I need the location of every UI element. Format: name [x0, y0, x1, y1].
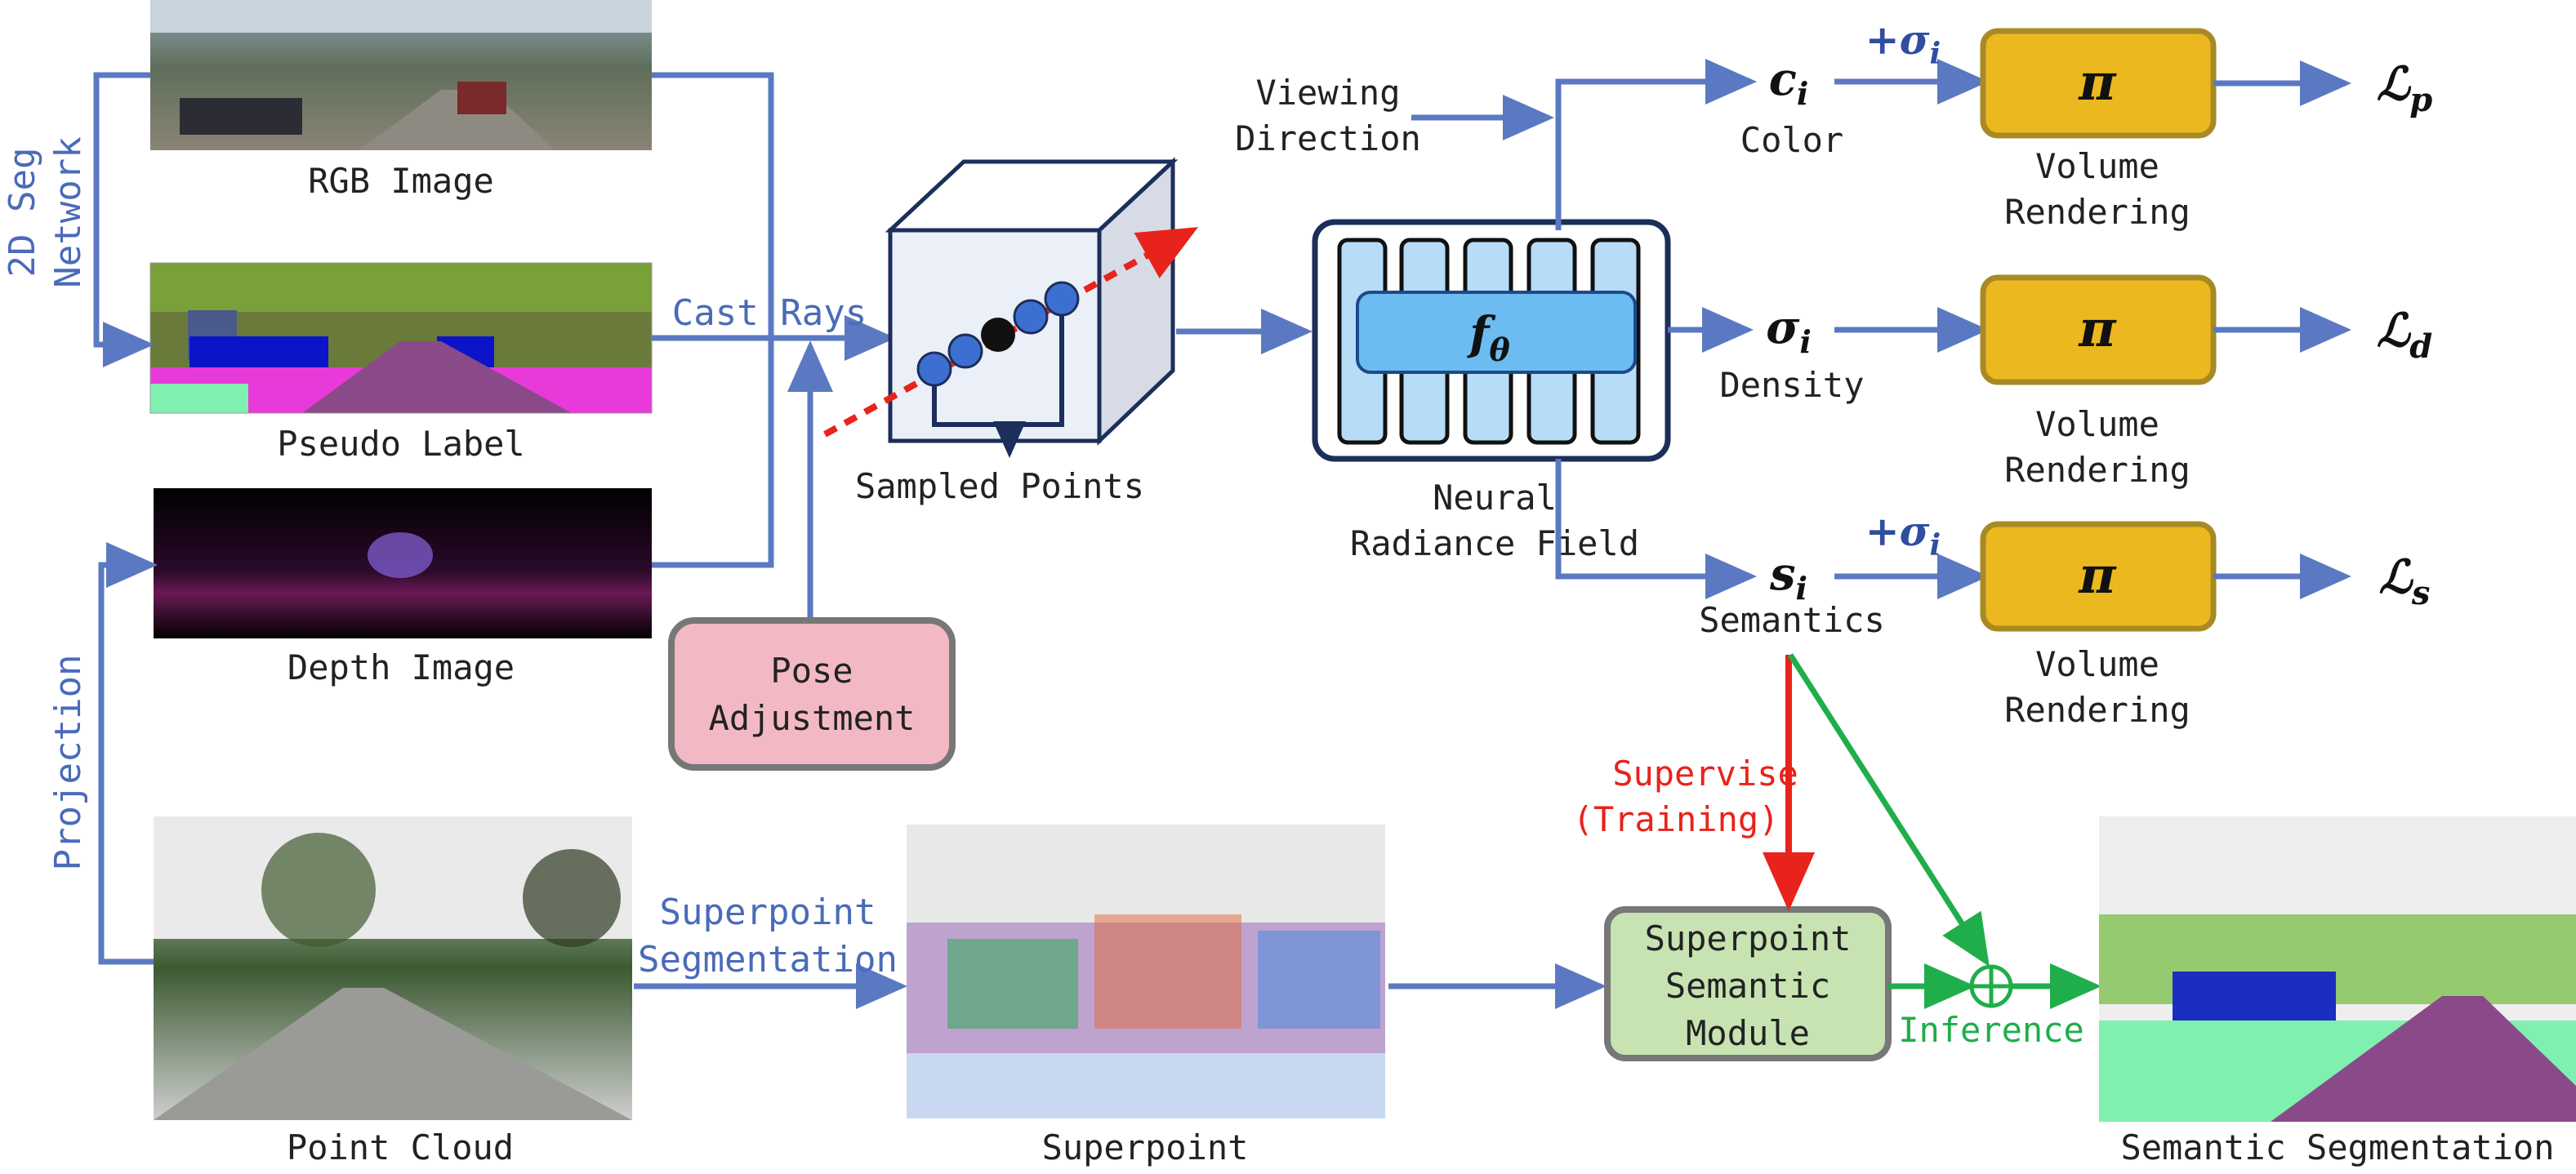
- nerf-label-2: Radiance Field: [1350, 523, 1639, 563]
- superpoint-seg-label-2: Segmentation: [638, 939, 898, 981]
- seg-network-label-2: Network: [47, 136, 89, 287]
- module-label-1: Superpoint: [1645, 918, 1852, 958]
- f-theta-label: fθ: [1466, 307, 1510, 368]
- render-pi-density: π: [2078, 299, 2117, 358]
- superpoint-label: Superpoint: [1042, 1127, 1249, 1167]
- inference-diagonal-arrow: [1788, 653, 1990, 967]
- module-label-3: Module: [1686, 1013, 1810, 1053]
- nerf-label-1: Neural: [1433, 478, 1557, 518]
- pose-adjustment-label-1: Pose: [770, 651, 853, 691]
- pseudo-label-thumb: [149, 262, 653, 414]
- color-symbol: ci: [1769, 52, 1809, 112]
- density-label: Density: [1719, 365, 1864, 405]
- point-cloud-label: Point Cloud: [287, 1127, 514, 1167]
- pseudo-label-label: Pseudo Label: [277, 424, 524, 464]
- supervise-label-1: Supervise: [1612, 754, 1798, 794]
- semantics-label: Semantics: [1699, 600, 1885, 640]
- render-label-color-2: Rendering: [2004, 192, 2190, 232]
- pose-adjustment-label-2: Adjustment: [709, 698, 916, 738]
- render-label-semantics-2: Rendering: [2004, 690, 2190, 730]
- rgb-image-label: RGB Image: [308, 161, 494, 201]
- render-label-semantics-1: Volume: [2035, 644, 2159, 684]
- cast-rays-label: Cast Rays: [672, 292, 867, 334]
- superpoint-thumb: [907, 825, 1385, 1118]
- render-pi-semantics: π: [2078, 545, 2117, 605]
- density-symbol: σi: [1766, 300, 1812, 360]
- module-label-2: Semantic: [1665, 966, 1830, 1006]
- superpoint-seg-label-1: Superpoint: [660, 892, 876, 933]
- input-merge-bus: [652, 72, 774, 568]
- sampled-points-label: Sampled Points: [855, 466, 1144, 506]
- projection-label: Projection: [47, 655, 89, 871]
- nerf-to-color-arrow: [1555, 59, 1757, 230]
- supervise-label-2: (Training): [1573, 799, 1780, 839]
- color-label: Color: [1740, 120, 1843, 160]
- rgb-image-thumb: [150, 0, 652, 150]
- sampled-points-cube: [823, 157, 1198, 458]
- nerf-block: [1312, 219, 1671, 462]
- pose-adjustment-box: [668, 617, 956, 771]
- loss-s: ℒs: [2379, 550, 2431, 612]
- semantics-symbol: si: [1769, 547, 1807, 607]
- render-pi-color: π: [2078, 52, 2117, 112]
- combine-icon: [1969, 964, 2013, 1008]
- render-label-density-2: Rendering: [2004, 450, 2190, 490]
- semantic-segmentation-label: Semantic Segmentation: [2120, 1127, 2554, 1167]
- depth-image-label: Depth Image: [287, 647, 515, 687]
- color-plus-sigma: +σi: [1865, 16, 1941, 71]
- viewing-direction-label-2: Direction: [1235, 118, 1421, 158]
- render-label-color-1: Volume: [2035, 146, 2159, 186]
- inference-label: Inference: [1898, 1010, 2084, 1050]
- viewing-direction-label-1: Viewing: [1255, 73, 1400, 113]
- depth-image-thumb: [154, 488, 652, 638]
- semantic-segmentation-thumb: [2099, 816, 2576, 1122]
- loss-d: ℒd: [2377, 304, 2432, 366]
- seg-network-label-1: 2D Seg: [2, 148, 43, 278]
- nerf-to-semantics-arrow: [1555, 459, 1757, 599]
- projection-arrow: [98, 542, 158, 965]
- point-cloud-thumb: [154, 816, 632, 1120]
- render-label-density-1: Volume: [2035, 404, 2159, 444]
- loss-p: ℒp: [2377, 57, 2432, 119]
- semantics-plus-sigma: +σi: [1865, 507, 1941, 563]
- seg-network-arrow: [93, 72, 154, 367]
